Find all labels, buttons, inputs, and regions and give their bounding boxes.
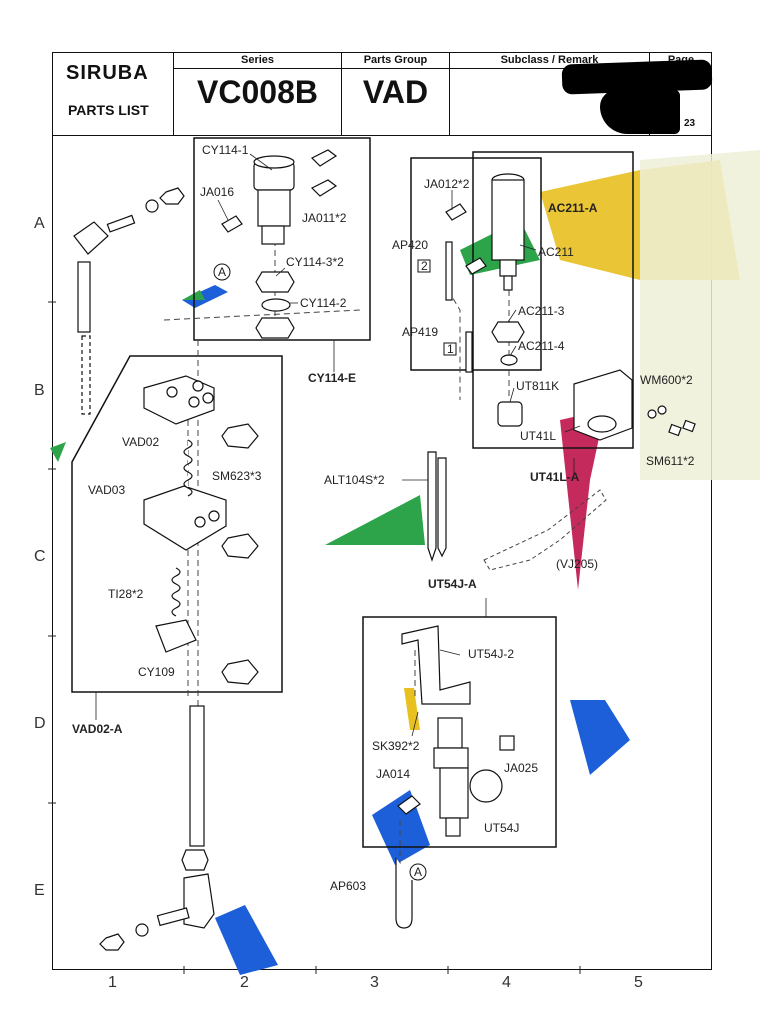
highlight-marks — [50, 150, 760, 975]
row-label-d: D — [34, 715, 46, 732]
title-block: SIRUBA PARTS LIST Series VC008B Parts Gr… — [52, 52, 713, 136]
box-ut54j-a — [362, 616, 557, 848]
ut41l-bracket — [573, 369, 696, 441]
label-wm600: WM600*2 — [640, 373, 693, 387]
label-vad02-a: VAD02-A — [72, 722, 123, 736]
rod-assembly — [73, 187, 215, 951]
label-vj205: (VJ205) — [556, 557, 598, 571]
box-vad02-a — [71, 355, 283, 693]
box-ac211-inner — [410, 157, 542, 371]
vj205-part — [483, 489, 607, 571]
brand-cell: SIRUBA PARTS LIST — [52, 52, 174, 136]
cy114-valve — [221, 149, 338, 339]
label-ap603: AP603 — [330, 879, 366, 893]
label-cy114-1: CY114-1 — [202, 143, 249, 157]
assembly-boxes — [71, 137, 634, 848]
col-label-4: 4 — [502, 974, 511, 991]
col-label-5: 5 — [634, 974, 643, 991]
label-sm623: SM623*3 — [212, 469, 262, 483]
box-label-2: 2 — [421, 259, 428, 273]
parts-group-caption: Parts Group — [342, 52, 449, 69]
parts-group-value: VAD — [362, 74, 429, 110]
redaction-mark-2 — [600, 90, 680, 134]
label-ut811k: UT811K — [516, 379, 559, 393]
series-caption: Series — [174, 52, 341, 69]
series-value: VC008B — [197, 74, 318, 110]
drawing-frame — [52, 52, 712, 970]
series-cell: Series VC008B — [174, 52, 342, 136]
label-ac211-3: AC211-3 — [518, 304, 565, 318]
label-cy109: CY109 — [138, 665, 175, 679]
marker-a-top: A — [218, 265, 226, 279]
date-fragment: 23 — [684, 118, 696, 129]
label-ac211: AC211 — [538, 245, 574, 259]
col-label-1: 1 — [108, 974, 117, 991]
reference-markers — [213, 259, 457, 881]
col-label-2: 2 — [240, 974, 249, 991]
row-label-a: A — [34, 215, 45, 232]
label-ac211-a: AC211-A — [548, 201, 598, 215]
label-ut54j-2: UT54J-2 — [468, 647, 514, 661]
label-ap420: AP420 — [392, 238, 428, 252]
label-ja014: JA014 — [376, 767, 410, 781]
marker-a-bottom: A — [414, 865, 422, 879]
label-ut54j-a: UT54J-A — [428, 577, 477, 591]
label-sm611: SM611*2 — [646, 454, 695, 468]
box-cy114-e — [193, 137, 371, 341]
label-ut41l-a: UT41L-A — [530, 470, 580, 484]
ac211-cylinder — [445, 173, 525, 427]
vad-blocks — [143, 375, 259, 685]
box-ac211-a — [472, 151, 634, 449]
label-vad02: VAD02 — [122, 435, 159, 449]
parts-group-cell: Parts Group VAD — [342, 52, 450, 136]
label-ja012: JA012*2 — [424, 177, 470, 191]
label-cy114-e: CY114-E — [308, 371, 356, 385]
brand-logo: SIRUBA — [66, 62, 149, 84]
label-ja025: JA025 — [504, 761, 538, 775]
label-sk392: SK392*2 — [372, 739, 420, 753]
label-ut41l: UT41L — [520, 429, 556, 443]
parts-list-label: PARTS LIST — [68, 102, 149, 118]
label-vad03: VAD03 — [88, 483, 125, 497]
part-labels: CY114-1 JA016 JA011*2 CY114-3*2 CY114-2 … — [72, 143, 695, 893]
row-label-b: B — [34, 382, 45, 399]
subclass-caption: Subclass / Remark — [450, 52, 649, 69]
cable-ties — [427, 451, 447, 562]
row-label-c: C — [34, 548, 46, 565]
label-ja016: JA016 — [200, 185, 234, 199]
label-ut54j: UT54J — [484, 821, 519, 835]
label-ac211-4: AC211-4 — [518, 339, 565, 353]
label-cy114-3: CY114-3*2 — [286, 255, 344, 269]
label-ap419: AP419 — [402, 325, 438, 339]
ut54j-regulator — [395, 625, 515, 929]
label-ja011: JA011*2 — [302, 211, 347, 225]
label-cy114-2: CY114-2 — [300, 296, 347, 310]
label-alt104s: ALT104S*2 — [324, 473, 385, 487]
label-ti28: TI28*2 — [108, 587, 144, 601]
row-label-e: E — [34, 882, 45, 899]
col-label-3: 3 — [370, 974, 379, 991]
box-label-1: 1 — [447, 342, 454, 356]
